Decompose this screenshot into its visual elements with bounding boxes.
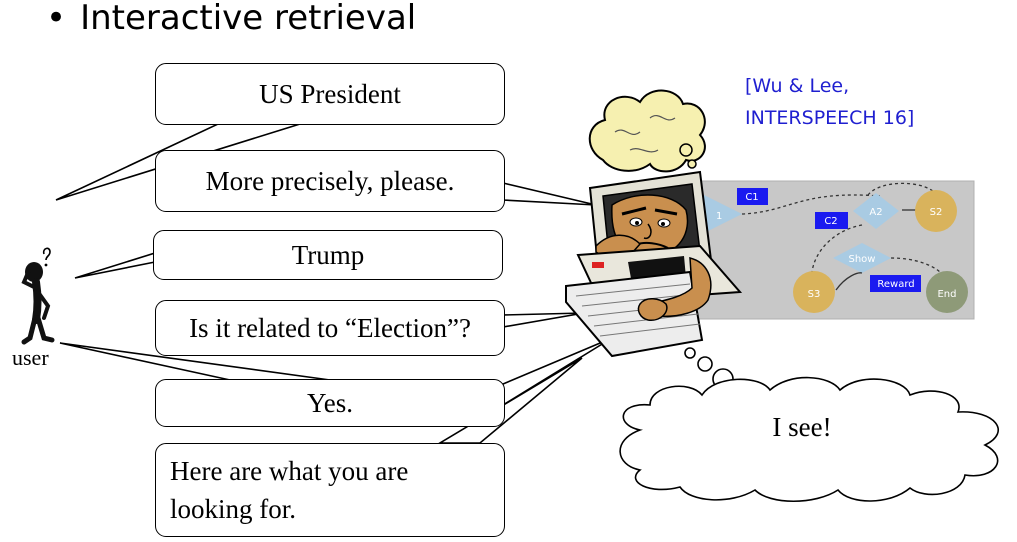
label-c2 bbox=[815, 212, 848, 229]
node-s2-label: S2 bbox=[930, 207, 943, 218]
label-reward bbox=[870, 275, 921, 292]
node-a2-label: A2 bbox=[869, 207, 882, 218]
tail-election bbox=[502, 312, 585, 328]
bubble-election-text: Is it related to “Election”? bbox=[189, 312, 471, 343]
hand-keyboard bbox=[637, 298, 668, 321]
bubble-tails bbox=[55, 123, 613, 444]
node-show-label: Show bbox=[849, 254, 876, 265]
bullet: • bbox=[46, 0, 67, 38]
cloud-shape bbox=[619, 376, 999, 503]
node-s1-label: 1 bbox=[716, 211, 722, 222]
citation: [Wu & Lee, INTERSPEECH 16] bbox=[745, 70, 914, 134]
diamond-s1 bbox=[700, 193, 742, 235]
edge-s1-a2 bbox=[741, 194, 881, 215]
bubble-results-line-2: looking for. bbox=[170, 494, 296, 524]
bubble-yes-text: Yes. bbox=[306, 387, 354, 418]
thought-dot-medium bbox=[697, 356, 713, 372]
slide-title: • Interactive retrieval bbox=[46, 0, 416, 38]
node-s3-label: S3 bbox=[808, 289, 821, 300]
diamond-show bbox=[833, 243, 891, 273]
user-label: user bbox=[12, 345, 49, 370]
bubble-results-line-1: Here are what you are bbox=[170, 456, 409, 486]
thought-cloud-graphic bbox=[619, 347, 999, 503]
thought-dot-small bbox=[684, 347, 696, 359]
bubble-trump-text: Trump bbox=[291, 239, 365, 270]
bubble-us-president: US President bbox=[155, 63, 505, 125]
tail-more-precisely bbox=[502, 181, 597, 206]
tail-trump bbox=[74, 251, 156, 279]
node-s2 bbox=[915, 190, 957, 232]
label-c1 bbox=[737, 188, 768, 205]
edge-show-end bbox=[890, 257, 941, 273]
power-led bbox=[592, 262, 604, 268]
bubble-more-precisely-text: More precisely, please. bbox=[205, 165, 455, 196]
citation-line-2: INTERSPEECH 16] bbox=[745, 107, 915, 129]
bubble-election: Is it related to “Election”? bbox=[155, 300, 505, 356]
edge-s3-show bbox=[835, 272, 863, 291]
computer-character bbox=[565, 89, 743, 358]
label-c1-text: C1 bbox=[745, 192, 758, 203]
eyebrows bbox=[621, 206, 678, 216]
title-text: Interactive retrieval bbox=[80, 0, 417, 38]
bubble-yes: Yes. bbox=[155, 379, 505, 427]
label-c2-text: C2 bbox=[824, 216, 837, 227]
bubble-trump: Trump bbox=[153, 230, 503, 280]
citation-line-1: [Wu & Lee, bbox=[745, 75, 850, 97]
bubble-us-president-text: US President bbox=[259, 78, 401, 109]
thought-cloud-text: I see! bbox=[772, 412, 832, 442]
diamond-a2 bbox=[853, 193, 899, 229]
node-end bbox=[926, 271, 968, 313]
node-end-label: End bbox=[937, 289, 956, 300]
question-mark-icon bbox=[42, 247, 51, 261]
edge-a2-s3 bbox=[811, 224, 863, 273]
flow-diagram: 1 C1 A2 S2 C2 Show S3 Reward End bbox=[667, 180, 975, 320]
brain-cloud bbox=[588, 89, 706, 173]
bubble-results: Here are what you are looking for. bbox=[155, 443, 505, 537]
user-figure bbox=[21, 247, 55, 345]
node-s3 bbox=[793, 271, 835, 313]
label-reward-text: Reward bbox=[877, 279, 914, 290]
bubble-more-precisely: More precisely, please. bbox=[155, 150, 505, 212]
